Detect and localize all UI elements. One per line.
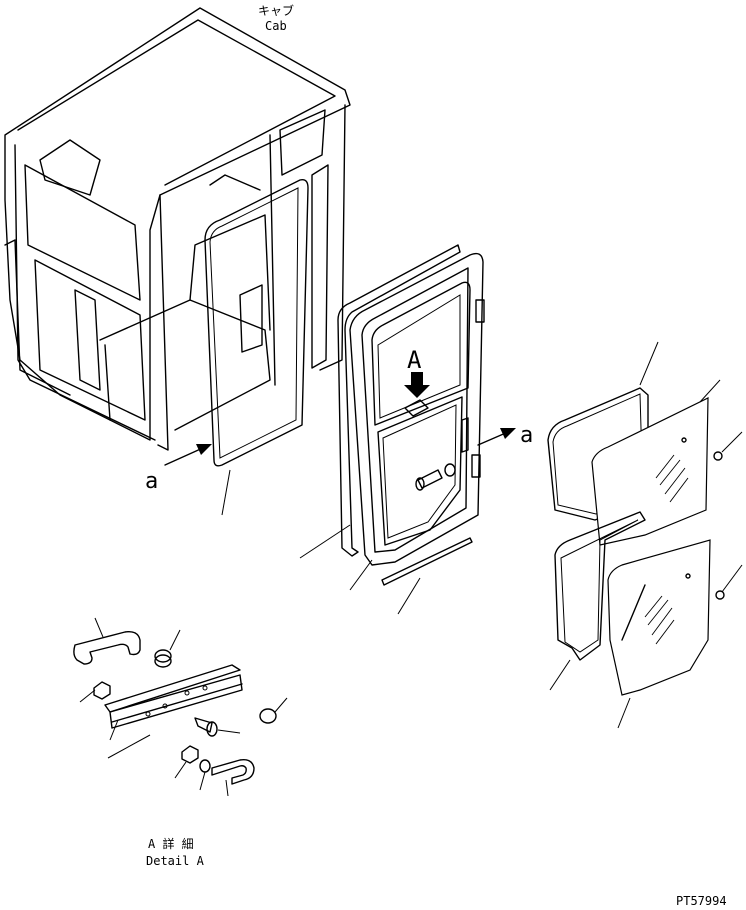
cab-label-jp: キャブ (258, 3, 294, 18)
detail-a-arrow (404, 372, 430, 398)
upper-window-parts (547, 341, 743, 546)
lower-window-parts (549, 511, 743, 729)
door-assembly (299, 244, 485, 615)
cab-label-en: Cab (265, 19, 287, 33)
view-a-arrow-left (164, 444, 212, 466)
view-a-arrow-right (477, 428, 516, 446)
detail-label-jp: A 詳 細 (148, 836, 194, 851)
part-code: PT57994 (676, 894, 727, 908)
detail-a-hardware (73, 617, 288, 797)
detail-label-en: Detail A (146, 854, 205, 868)
detail-a-marker: A (407, 346, 422, 374)
cab-assembly (4, 7, 351, 516)
view-a-label-right: a (520, 423, 533, 448)
upper-glass-hatch (655, 454, 689, 503)
view-a-label-left: a (145, 469, 158, 494)
lower-glass-hatch (644, 595, 675, 645)
